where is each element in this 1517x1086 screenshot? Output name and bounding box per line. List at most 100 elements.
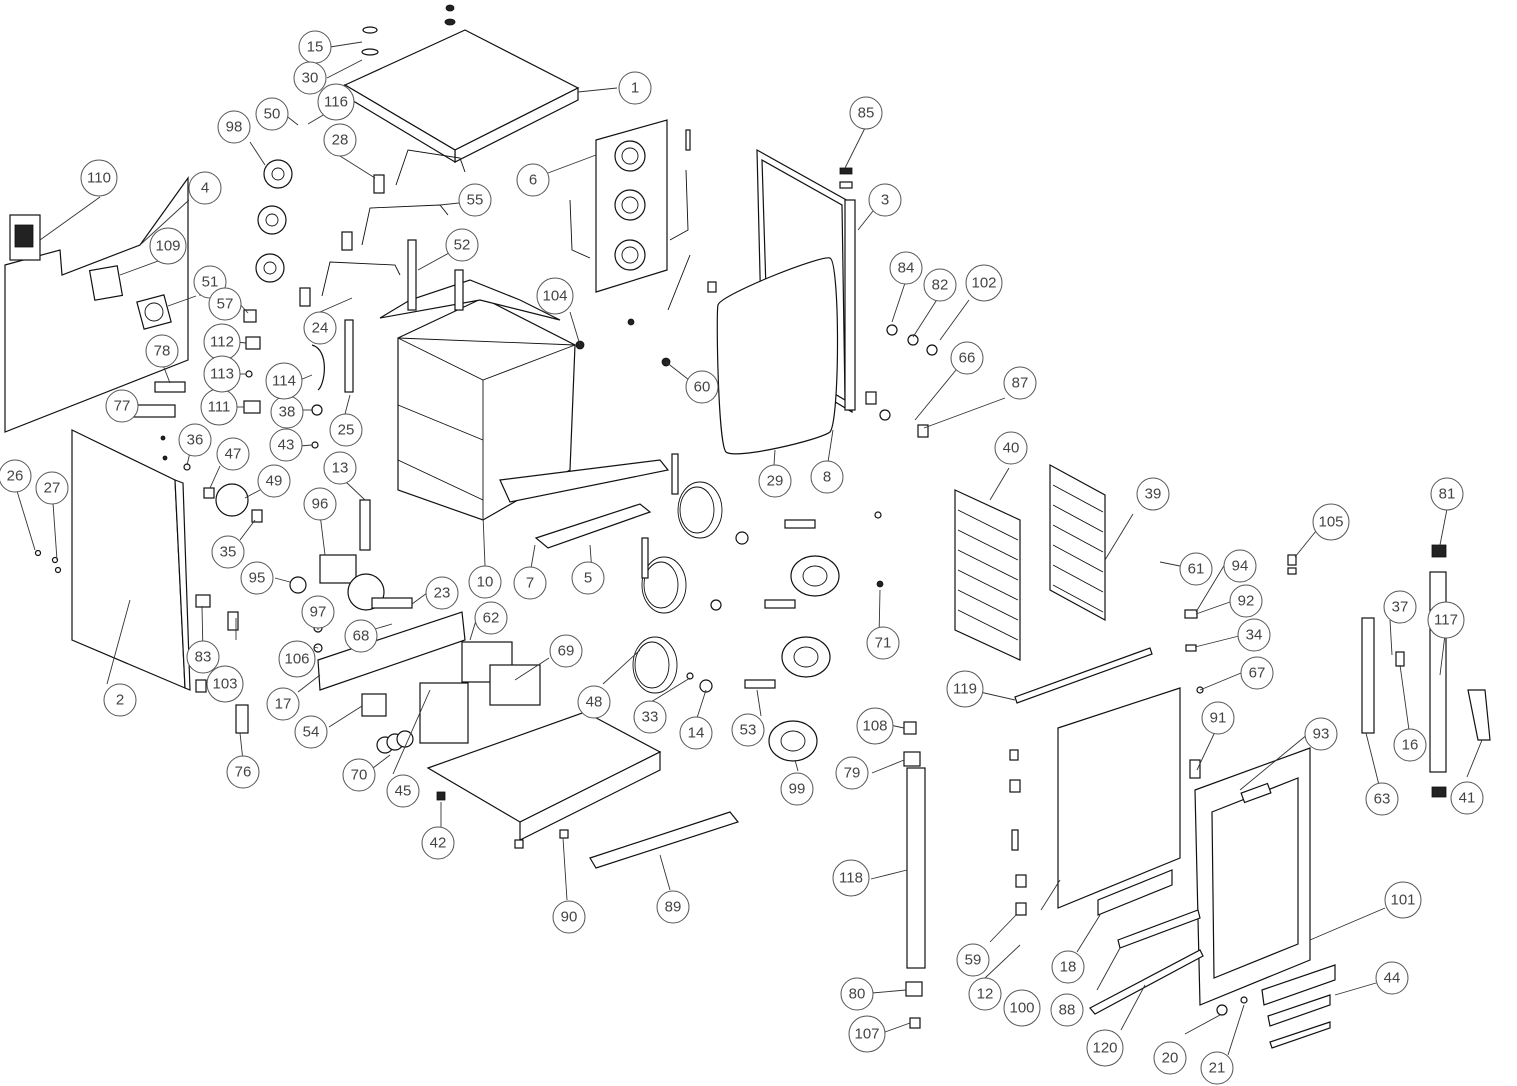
callout-67: 67	[1240, 656, 1274, 690]
callout-111: 111	[200, 388, 238, 426]
callout-circle	[269, 428, 303, 462]
callout-number: 4	[201, 180, 209, 197]
gasket-hardware-part	[575, 167, 938, 438]
callout-circle	[458, 183, 492, 217]
callout-circle	[386, 774, 420, 808]
callout-circle	[35, 471, 69, 505]
callout-circle	[835, 756, 869, 790]
callout-circle	[1427, 601, 1465, 639]
callout-number: 6	[529, 172, 537, 189]
callout-number: 38	[279, 404, 296, 421]
callout-circle	[1003, 989, 1041, 1027]
callout-number: 26	[7, 468, 24, 485]
callout-circle	[211, 535, 245, 569]
callout-37: 37	[1383, 590, 1417, 624]
callout-number: 50	[264, 106, 281, 123]
callout-79: 79	[835, 756, 869, 790]
callout-circle	[1312, 503, 1350, 541]
callout-circle	[1003, 366, 1037, 400]
callout-38: 38	[270, 395, 304, 429]
callout-number: 82	[932, 277, 949, 294]
callout-61: 61	[1179, 552, 1213, 586]
callout-circle	[186, 640, 220, 674]
callout-circle	[425, 576, 459, 610]
callout-6: 6	[516, 163, 550, 197]
callout-circle	[145, 334, 179, 368]
oven-racks-part	[954, 463, 1106, 661]
callout-number: 39	[1145, 486, 1162, 503]
callout-circle	[968, 977, 1002, 1011]
callout-circle	[421, 826, 455, 860]
callout-4: 4	[188, 171, 222, 205]
callout-number: 107	[854, 1026, 879, 1043]
callout-21: 21	[1200, 1051, 1234, 1085]
callout-number: 20	[1162, 1050, 1179, 1067]
callout-number: 17	[275, 696, 292, 713]
callout-circle	[810, 460, 844, 494]
callout-number: 70	[351, 767, 368, 784]
callout-number: 66	[959, 350, 976, 367]
callout-114: 114	[265, 362, 303, 400]
callout-number: 12	[977, 986, 994, 1003]
callout-circle	[0, 459, 32, 493]
callout-number: 93	[1313, 726, 1330, 743]
callout-number: 60	[694, 379, 711, 396]
callout-117: 117	[1427, 601, 1465, 639]
callout-number: 62	[483, 610, 500, 627]
callout-circle	[1136, 477, 1170, 511]
callout-number: 100	[1009, 1000, 1034, 1017]
callout-circle	[293, 61, 327, 95]
callout-number: 49	[266, 473, 283, 490]
callout-85: 85	[849, 96, 883, 130]
callout-57: 57	[208, 287, 242, 321]
callout-54: 54	[294, 715, 328, 749]
callout-number: 104	[542, 288, 567, 305]
callout-circle	[474, 601, 508, 635]
callout-77: 77	[105, 389, 139, 423]
parts-drawing	[4, 4, 1491, 1049]
callout-circle	[1051, 950, 1085, 984]
callout-number: 15	[307, 39, 324, 56]
callout-number: 28	[332, 132, 349, 149]
callout-118: 118	[832, 859, 870, 897]
callout-120: 120	[1086, 1029, 1124, 1067]
callout-circle	[849, 96, 883, 130]
callout-number: 47	[225, 446, 242, 463]
callout-88: 88	[1050, 993, 1084, 1027]
callout-circle	[208, 287, 242, 321]
callout-13: 13	[323, 451, 357, 485]
callout-90: 90	[552, 900, 586, 934]
callout-number: 57	[217, 296, 234, 313]
callout-circle	[1375, 961, 1409, 995]
callout-number: 63	[1374, 791, 1391, 808]
callout-number: 44	[1384, 970, 1401, 987]
callout-number: 83	[195, 649, 212, 666]
callout-number: 111	[208, 399, 231, 416]
callout-94: 94	[1223, 549, 1257, 583]
callout-number: 78	[154, 343, 171, 360]
callout-110: 110	[80, 159, 118, 197]
callout-109: 109	[149, 227, 187, 265]
callout-number: 24	[312, 320, 329, 337]
callout-circle	[303, 487, 337, 521]
callout-circle	[618, 71, 652, 105]
callout-25: 25	[329, 413, 363, 447]
callout-circle	[758, 464, 792, 498]
callout-circle	[1237, 618, 1271, 652]
callout-50: 50	[255, 97, 289, 131]
callout-number: 95	[249, 570, 266, 587]
callout-circle	[965, 264, 1003, 302]
callout-circle	[240, 561, 274, 595]
oven-cavity-part	[344, 239, 670, 551]
callout-100: 100	[1003, 989, 1041, 1027]
callout-number: 43	[278, 437, 295, 454]
callout-number: 23	[434, 585, 451, 602]
callout-44: 44	[1375, 961, 1409, 995]
callout-number: 14	[688, 725, 705, 742]
callout-29: 29	[758, 464, 792, 498]
callout-circle	[317, 83, 355, 121]
callout-circle	[445, 228, 479, 262]
callout-circle	[344, 619, 378, 653]
callout-circle	[216, 437, 250, 471]
